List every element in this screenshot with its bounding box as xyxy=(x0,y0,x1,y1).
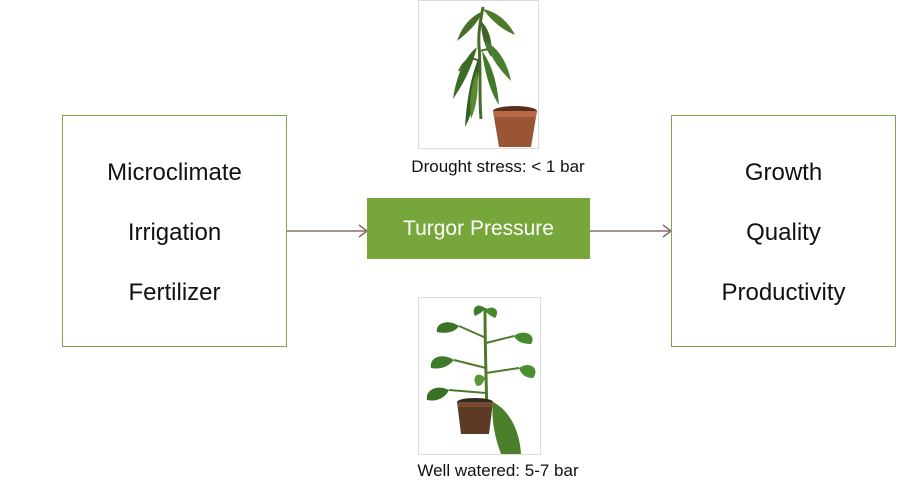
arrow-to-outputs xyxy=(590,224,673,238)
input-irrigation: Irrigation xyxy=(127,219,222,246)
outputs-box: Growth Quality Productivity xyxy=(671,115,896,347)
arrow-to-turgor xyxy=(287,224,369,238)
wilted-plant-photo xyxy=(418,0,539,149)
well-watered-caption: Well watered: 5-7 bar xyxy=(417,461,579,480)
drought-caption: Drought stress: < 1 bar xyxy=(411,157,585,176)
output-quality: Quality xyxy=(746,219,821,246)
output-productivity: Productivity xyxy=(721,279,846,306)
output-growth: Growth xyxy=(744,159,823,186)
wilted-plant-icon xyxy=(453,6,537,147)
inputs-box: Microclimate Irrigation Fertilizer xyxy=(62,115,287,347)
turgor-pressure-box: Turgor Pressure xyxy=(367,198,590,259)
input-microclimate: Microclimate xyxy=(107,159,242,186)
healthy-plant-icon xyxy=(426,305,536,454)
healthy-plant-photo xyxy=(418,297,541,455)
input-fertilizer: Fertilizer xyxy=(128,279,221,306)
